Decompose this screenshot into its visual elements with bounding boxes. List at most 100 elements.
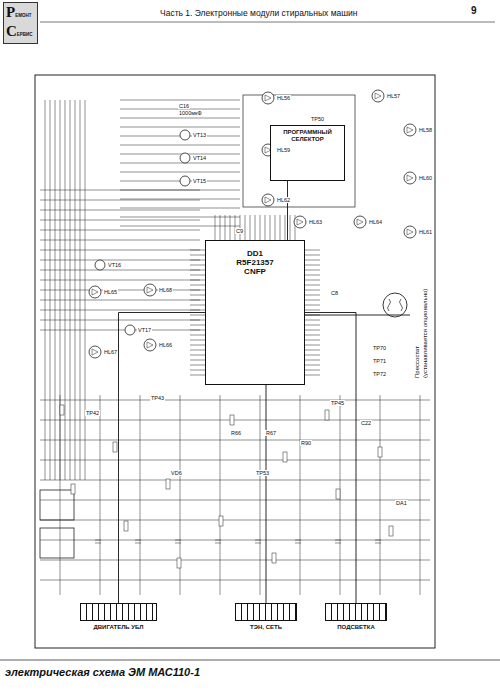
wire (300, 395, 301, 595)
wire (260, 395, 261, 595)
chip-pin (190, 320, 205, 321)
component-label: TP72 (372, 371, 387, 377)
component-label: TP53 (255, 470, 270, 476)
wire (120, 127, 240, 128)
part-label: Прессостат (413, 252, 421, 378)
wire (290, 215, 291, 240)
component-label: VT13 (192, 132, 207, 138)
wire (60, 395, 61, 595)
wire (120, 226, 240, 227)
wire (260, 215, 261, 240)
wire (40, 270, 200, 271)
capacitor-symbol (135, 540, 141, 541)
note-text: (устанавливается опционально) (421, 252, 429, 378)
chip-pin (190, 340, 205, 341)
wire (120, 208, 240, 209)
component-label: HL63 (308, 219, 323, 225)
wire (220, 395, 221, 595)
page-number: 9 (470, 5, 478, 17)
transistor-symbol (180, 130, 190, 140)
connector-label: ТЭН, СЕТЬ (235, 623, 297, 631)
component-label: VD6 (170, 470, 183, 476)
chip-pin (190, 375, 205, 376)
publisher-logo: РЕМОНТСЕРВИС (3, 2, 38, 44)
wire (220, 215, 221, 240)
capacitor-symbol (215, 543, 221, 544)
led-symbol (404, 172, 416, 184)
component-label: C22 (360, 420, 372, 426)
capacitor-symbol (335, 543, 341, 544)
wire (40, 200, 200, 201)
chip-pin (190, 260, 205, 261)
wire (120, 217, 240, 218)
chip-pin (190, 300, 205, 301)
wire (40, 320, 200, 321)
capacitor-symbol (135, 543, 141, 544)
connector-label: ПОДСВЕТКА (325, 623, 387, 631)
chip-pin (305, 350, 320, 351)
component-label: HL59 (276, 147, 291, 153)
led-symbol (354, 216, 366, 228)
component-label: HL60 (418, 175, 433, 181)
capacitor-symbol (95, 543, 101, 544)
component-label: HL65 (103, 289, 118, 295)
resistor-symbol (389, 526, 393, 536)
capacitor-symbol (375, 540, 381, 541)
terminal-connector: ПОДСВЕТКА (325, 603, 387, 633)
component-label: HL66 (158, 342, 173, 348)
component-label: TP70 (372, 345, 387, 351)
resistor-symbol (177, 558, 181, 568)
wire (40, 540, 430, 541)
component-label: HL64 (368, 219, 383, 225)
chip-pin (305, 365, 320, 366)
wire (45, 100, 46, 480)
capacitor-symbol (95, 540, 101, 541)
wire (120, 163, 240, 164)
wire (40, 330, 200, 331)
chip-pin (190, 370, 205, 371)
microcontroller-chip: DD1R5F21357 CNFP (205, 240, 305, 385)
component-label: VT14 (192, 155, 207, 161)
wire (80, 100, 81, 480)
wire (120, 199, 240, 200)
wire (215, 215, 216, 240)
chip-pin (305, 370, 320, 371)
chip-pin (190, 360, 205, 361)
terminal-connector: ТЭН, СЕТЬ (235, 603, 297, 633)
led-symbol (294, 216, 306, 228)
wire (255, 215, 256, 240)
logo-word: ЕРВИС (17, 32, 33, 37)
led-symbol (357, 219, 363, 225)
connector-label: ДВИГАТЕЛЬ УБЛ (80, 623, 157, 631)
component-label: HL62 (276, 197, 291, 203)
resistor-symbol (124, 521, 128, 531)
wire (40, 260, 200, 261)
selector-box: ПРОГРАММНЫЙ СЕЛЕКТОР (270, 125, 345, 181)
component-label: HL67 (103, 349, 118, 355)
signal-wire (119, 313, 206, 604)
capacitor-symbol (295, 543, 301, 544)
led-symbol (147, 287, 153, 293)
chip-pin (190, 255, 205, 256)
led-symbol (265, 95, 271, 101)
wire (120, 190, 240, 191)
transistor-symbol (95, 260, 105, 270)
capacitor-symbol (255, 543, 261, 544)
wire (40, 560, 430, 561)
component-label: C16 (178, 103, 190, 109)
led-symbol (375, 93, 381, 99)
chip-pin (190, 250, 205, 251)
chip-pin (305, 275, 320, 276)
wire (70, 100, 71, 480)
led-symbol (144, 339, 156, 351)
header-box: Часть 1. Электронные модули стиральных м… (160, 8, 358, 18)
wire (40, 400, 430, 401)
component-label: VT16 (107, 262, 122, 268)
chip-pin (305, 250, 320, 251)
capacitor-symbol (175, 543, 181, 544)
signal-wire (305, 315, 410, 316)
chip-pin (305, 355, 320, 356)
chip-pin (190, 315, 205, 316)
chip-pin (305, 375, 320, 376)
